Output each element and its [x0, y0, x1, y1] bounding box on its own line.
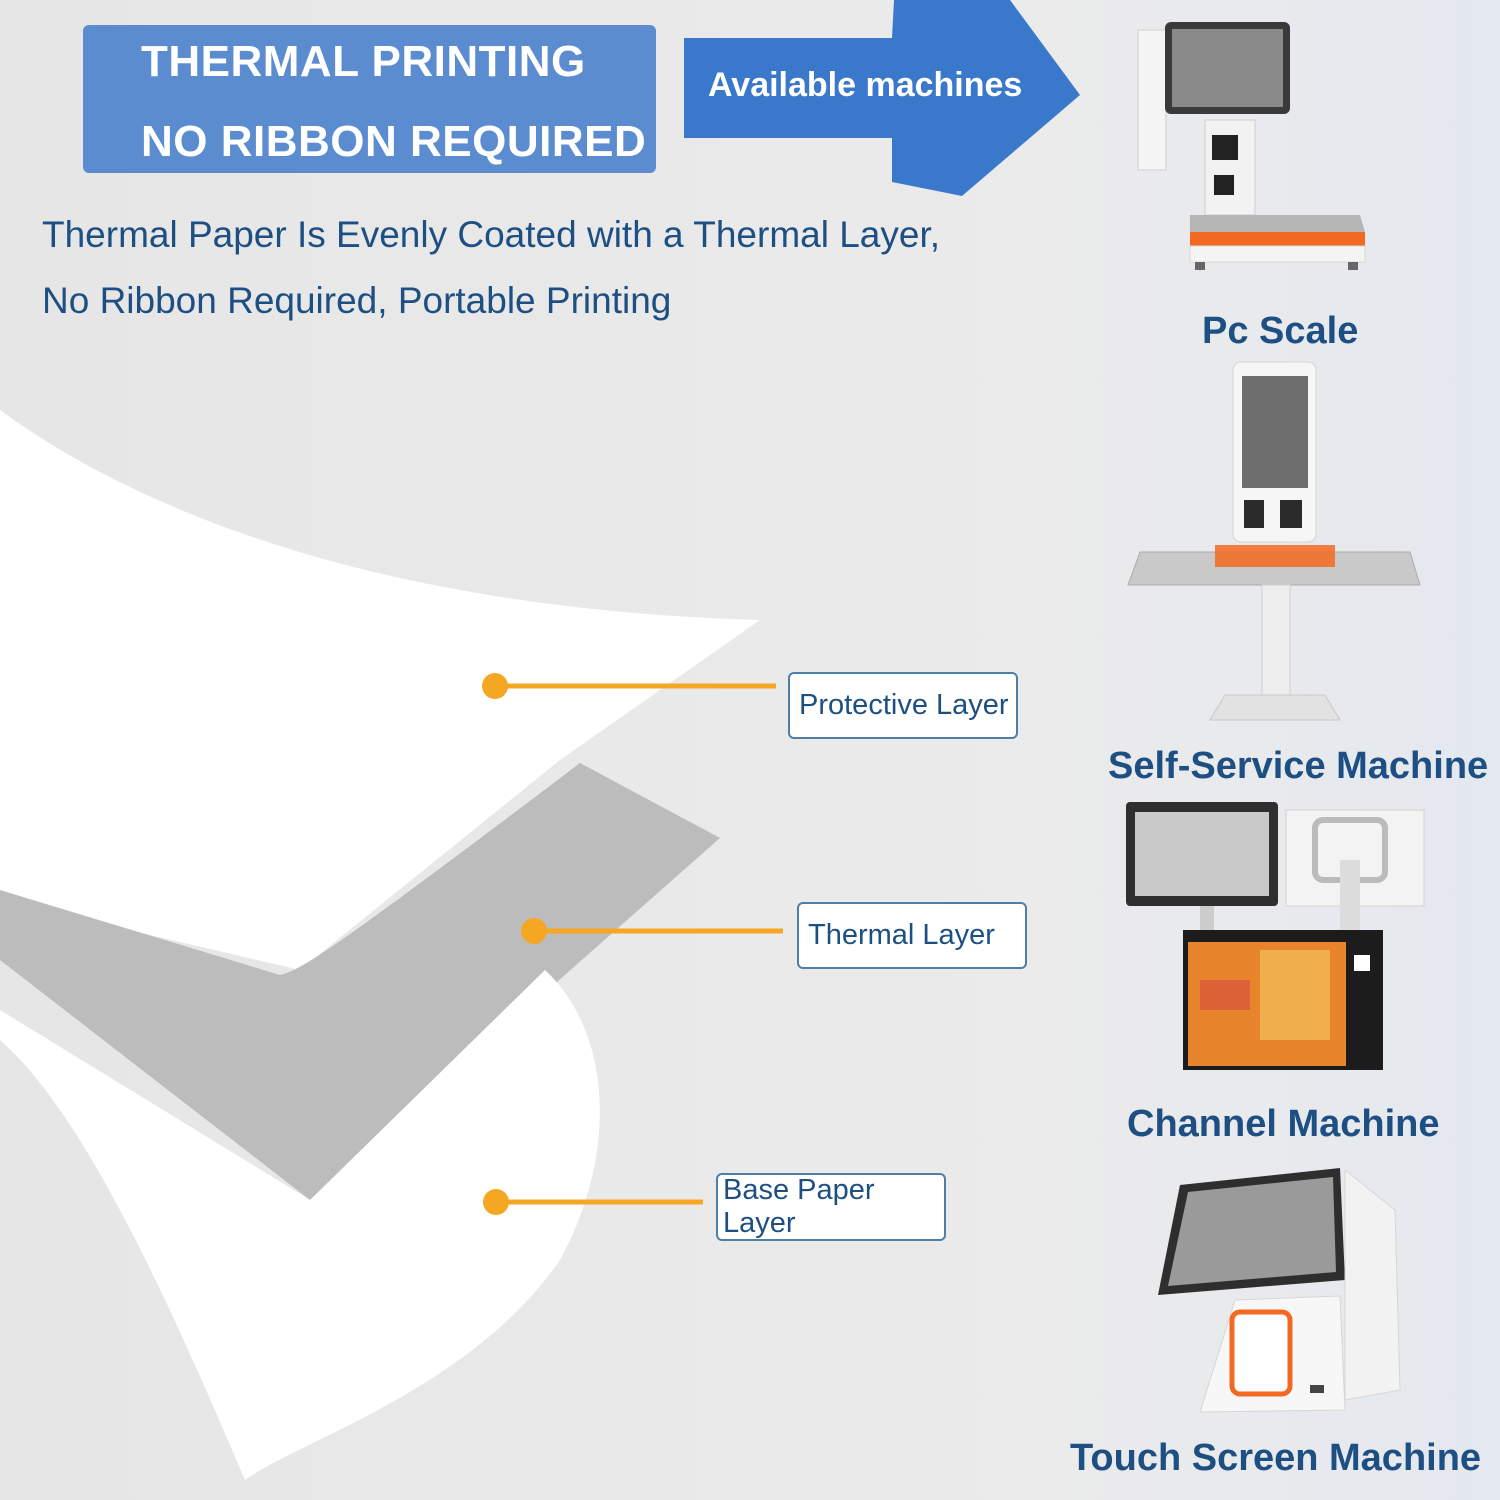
touch-screen-pos-icon — [1158, 1168, 1401, 1413]
thermal-printing-banner: THERMAL PRINTING NO RIBBON REQUIRED — [83, 25, 656, 173]
available-machines-label: Available machines — [708, 66, 1023, 104]
self-service-machine-label: Self-Service Machine — [1108, 745, 1489, 787]
banner-line-2: NO RIBBON REQUIRED — [141, 117, 647, 166]
pc-scale-label: Pc Scale — [1202, 310, 1359, 352]
description-line-2: No Ribbon Required, Portable Printing — [42, 280, 672, 321]
thermal-layer-sheet — [0, 763, 720, 1200]
base-paper-layer-sheet — [0, 970, 600, 1480]
thermal-layer-label: Thermal Layer — [797, 902, 1027, 969]
channel-machine-icon — [1126, 802, 1425, 1070]
protective-layer-connector — [482, 673, 776, 699]
pc-scale-icon — [1137, 22, 1366, 270]
arrow-shape — [684, 0, 1080, 196]
channel-machine-label: Channel Machine — [1127, 1103, 1440, 1145]
self-service-kiosk-icon — [1127, 361, 1421, 721]
base-paper-layer-connector — [483, 1189, 703, 1215]
base-paper-layer-label: Base Paper Layer — [716, 1173, 946, 1241]
banner-line-1: THERMAL PRINTING — [141, 37, 586, 86]
description-line-1: Thermal Paper Is Evenly Coated with a Th… — [42, 214, 941, 255]
protective-layer-label: Protective Layer — [788, 672, 1018, 739]
touch-screen-machine-label: Touch Screen Machine — [1070, 1437, 1482, 1479]
protective-layer-sheet — [0, 410, 760, 830]
thermal-layer-connector — [521, 918, 783, 944]
